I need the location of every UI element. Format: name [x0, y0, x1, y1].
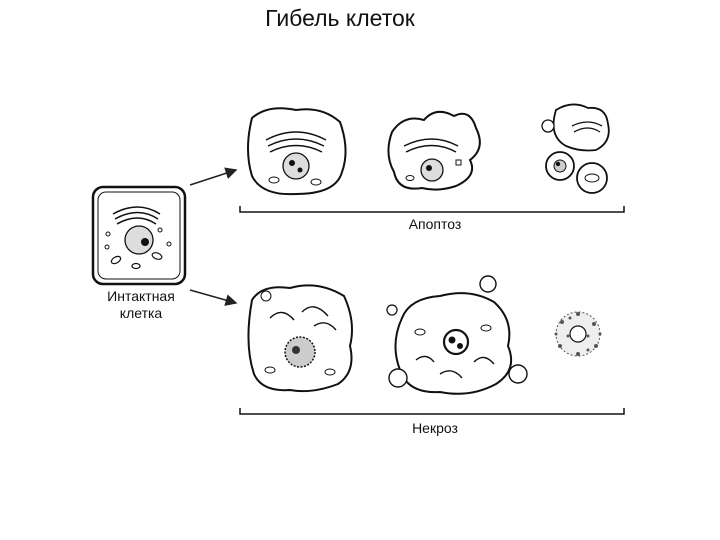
- intact-cell-label-line1: Интактная: [107, 288, 175, 304]
- apoptosis-label: Апоптоз: [408, 216, 462, 232]
- apoptosis-bracket: [239, 206, 625, 213]
- page-title: Гибель клеток: [265, 5, 415, 31]
- apoptosis-cell-2: [387, 110, 481, 191]
- necrosis-cell-debris: [554, 311, 602, 357]
- intact-cell-label-line2: клетка: [119, 305, 163, 321]
- arrow-to-apoptosis: [189, 167, 238, 186]
- necrosis-label: Некроз: [412, 420, 458, 436]
- mitochondria-icon: [110, 252, 163, 270]
- necrosis-cell-1: [247, 284, 353, 393]
- intact-cell: [91, 185, 187, 286]
- arrow-to-necrosis: [189, 289, 238, 306]
- golgi-icon: [112, 206, 161, 225]
- intact-cell-label: Интактная клетка: [86, 288, 196, 322]
- nucleus-icon: [124, 225, 154, 255]
- apoptosis-cell-1: [247, 107, 347, 196]
- apoptotic-bodies: [541, 103, 610, 194]
- necrosis-bracket: [239, 408, 625, 415]
- necrosis-cell-2: [386, 275, 528, 395]
